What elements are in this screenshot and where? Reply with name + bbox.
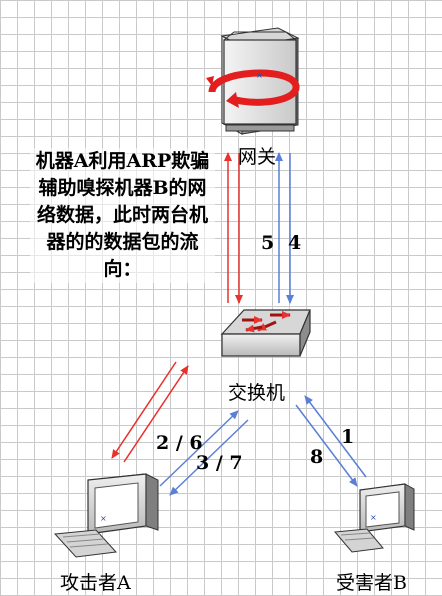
gateway-label: 网关 (238, 146, 277, 168)
svg-text:×: × (370, 513, 377, 522)
arrow-switch-to-attacker-blue (169, 419, 249, 496)
computer-icon: × (53, 473, 159, 558)
arrow-attacker-to-switch-red (123, 365, 189, 463)
switch-label: 交换机 (228, 382, 286, 404)
step-label-1: 1 (341, 426, 355, 448)
arrow-victim-to-switch-blue (304, 395, 367, 478)
step-label-5: 5 (261, 232, 275, 254)
switch-icon (220, 309, 311, 357)
arrow-switch-to-victim-blue (295, 404, 358, 487)
arrow-attacker-to-switch-blue (159, 410, 239, 487)
svg-text:×: × (256, 71, 263, 80)
arrow-switch-to-attacker-red (111, 361, 177, 459)
step-label-3-7: 3 / 7 (196, 452, 243, 474)
victim-label: 受害者B (336, 572, 407, 594)
step-label-4: 4 (288, 232, 302, 254)
step-label-8: 8 (310, 446, 324, 468)
gateway-rotation-arrow (208, 69, 300, 106)
server-icon: × (206, 27, 300, 135)
computer-icon: × (333, 483, 415, 553)
description-text: 机器A利用ARP欺骗辅助嗅探机器B的网络数据，此时两台机器的的数据包的流向： (30, 148, 215, 283)
svg-text:×: × (100, 514, 107, 523)
attacker-label: 攻击者A (60, 572, 131, 594)
step-label-2-6: 2 / 6 (156, 432, 203, 454)
arrows (111, 152, 367, 496)
